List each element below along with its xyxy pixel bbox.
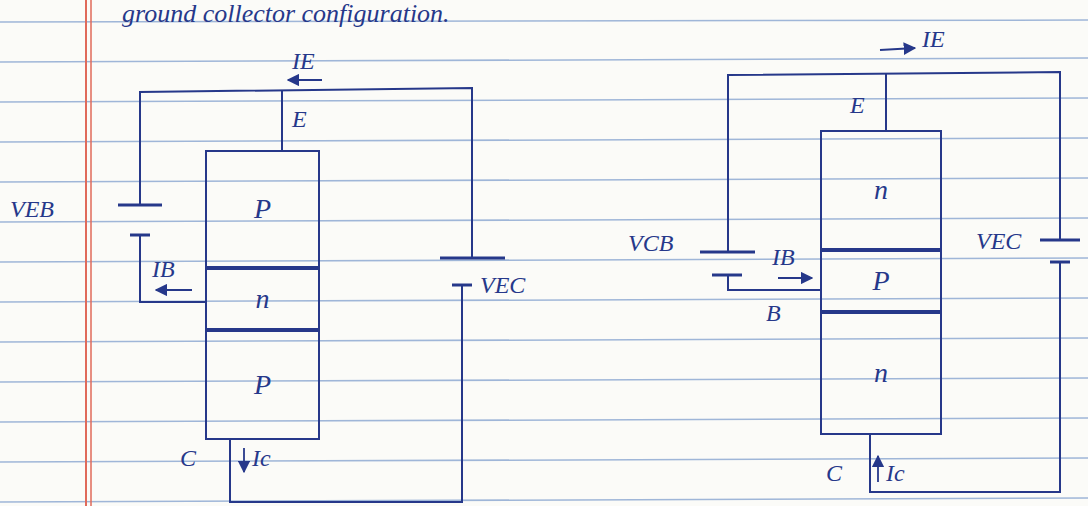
- current-label: Ic: [886, 460, 905, 486]
- voltage-label: VEB: [10, 196, 54, 222]
- terminal-label: C: [180, 445, 196, 471]
- current-label: Ic: [252, 445, 271, 471]
- semiconductor-layer: P: [205, 150, 320, 268]
- ruled-lines: [0, 20, 1088, 502]
- layer-type: P: [254, 370, 271, 401]
- layer-type: P: [872, 266, 889, 297]
- current-label: IB: [152, 256, 175, 282]
- current-label: IE: [292, 48, 315, 74]
- semiconductor-layer: n: [820, 312, 942, 435]
- current-label: IE: [922, 26, 945, 52]
- semiconductor-layer: n: [205, 268, 320, 330]
- semiconductor-layer: n: [820, 130, 942, 250]
- layer-type: n: [874, 175, 888, 206]
- layer-type: n: [874, 358, 888, 389]
- current-label: IB: [772, 244, 795, 270]
- voltage-label: VCB: [628, 230, 673, 256]
- semiconductor-layer: P: [205, 330, 320, 440]
- terminal-label: B: [766, 300, 781, 326]
- margin-line: [90, 0, 92, 506]
- terminal-label: C: [826, 460, 842, 486]
- semiconductor-layer: P: [820, 250, 942, 312]
- current-arrows: [156, 48, 915, 482]
- page-heading: ground collector configuration.: [122, 0, 450, 29]
- voltage-label: VEC: [976, 228, 1021, 254]
- terminal-label: E: [292, 106, 307, 132]
- voltage-label: VEC: [480, 272, 525, 298]
- terminal-label: E: [850, 92, 865, 118]
- layer-type: n: [256, 284, 270, 315]
- layer-type: P: [254, 194, 271, 225]
- margin-line: [85, 0, 87, 506]
- wires: [118, 72, 1080, 502]
